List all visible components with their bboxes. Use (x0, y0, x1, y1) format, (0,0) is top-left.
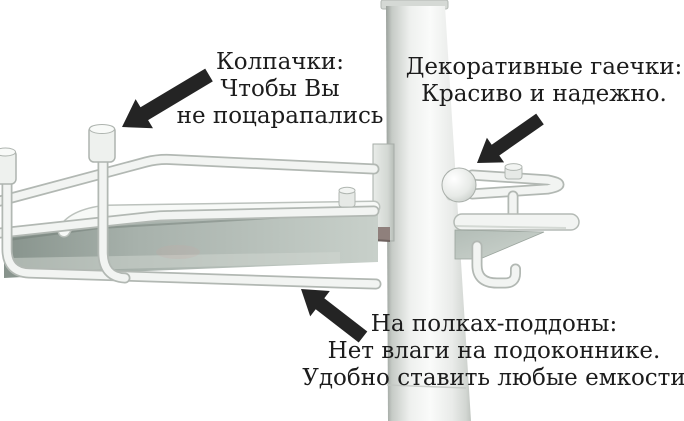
end-cap-front (88, 124, 116, 163)
pole-body (386, 6, 471, 421)
pole (380, 0, 471, 421)
callout-caps: Колпачки: Чтобы Вы не поцарапались (177, 49, 384, 130)
arrow-nut-icon (477, 113, 544, 163)
callout-nuts: Декоративные гаечки: Красиво и надежно. (406, 54, 683, 108)
callout-trays: На полках-поддоны: Нет влаги на подоконн… (302, 311, 684, 392)
callout-nuts-line: Красиво и надежно. (421, 81, 667, 107)
callout-nuts-line: Декоративные гаечки: (405, 54, 683, 80)
callout-caps-line: Чтобы Вы (220, 76, 340, 102)
rail-loop-right (466, 169, 565, 200)
callout-trays-line: Удобно ставить любые емкости (302, 365, 684, 391)
wire-post-second (97, 149, 131, 284)
bracket-clamp (376, 227, 390, 240)
callout-caps-line: Колпачки: (216, 49, 344, 75)
arrow-caps-icon (122, 68, 213, 129)
guard-rail-lower (0, 205, 380, 239)
decorative-nut (441, 167, 477, 203)
wire-hook-right (471, 240, 521, 289)
callout-trays-line: На полках-поддоны: (370, 311, 618, 337)
tray-side-face (454, 229, 545, 260)
wire-post-front (1, 170, 382, 290)
arrow-tray-icon (301, 289, 368, 343)
guard-rail-top (0, 153, 380, 207)
tray-pin-left (338, 186, 356, 208)
pole-seam (386, 384, 467, 389)
callout-caps-line: не поцарапались (176, 103, 384, 129)
callout-trays-line: Нет влаги на подоконнике. (327, 338, 661, 364)
end-cap-left (0, 147, 17, 185)
tray-reflection (10, 252, 340, 272)
tray-pin-right (504, 163, 523, 180)
